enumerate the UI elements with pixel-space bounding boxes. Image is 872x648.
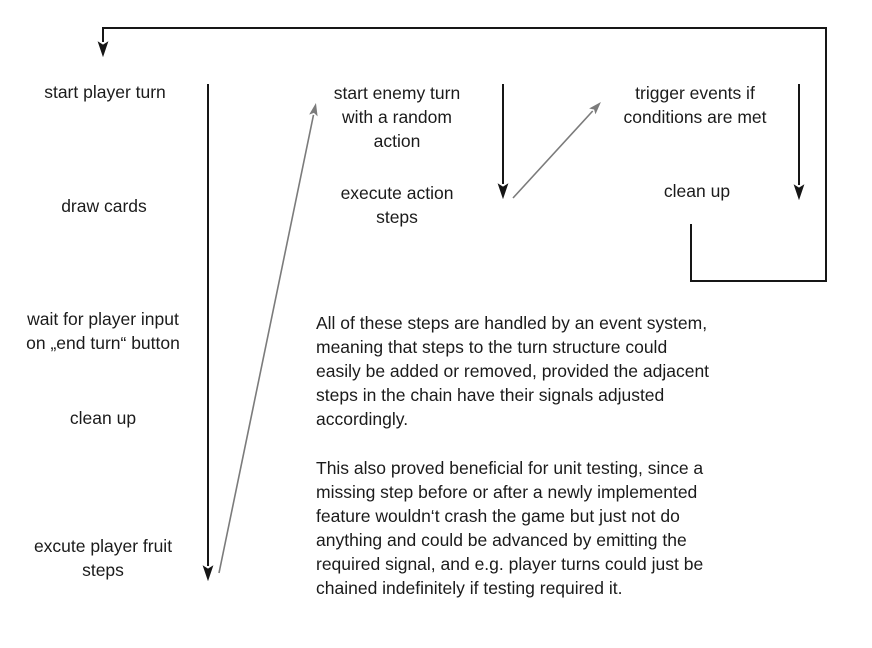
- enemy-to-events-arrow: [512, 102, 601, 199]
- step-start-enemy-turn: start enemy turn with a random action: [333, 83, 461, 151]
- player-to-enemy-arrow: [218, 102, 318, 574]
- step-execute-action-steps: execute action steps: [340, 183, 454, 227]
- step-clean-up-player: clean up: [69, 408, 137, 428]
- turn-loop-arrow: [97, 27, 827, 282]
- step-clean-up-events: clean up: [663, 181, 731, 201]
- step-trigger-events: trigger events if conditions are met: [623, 83, 767, 127]
- step-start-player-turn: start player turn: [44, 82, 166, 102]
- note-event-system: All of these steps are handled by an eve…: [316, 313, 710, 429]
- note-unit-testing: This also proved beneficial for unit tes…: [316, 458, 704, 598]
- step-draw-cards: draw cards: [61, 196, 147, 216]
- step-execute-player-fruit-steps: excute player fruit steps: [33, 536, 173, 580]
- step-wait-for-player-input: wait for player input on „end turn“ butt…: [26, 309, 180, 353]
